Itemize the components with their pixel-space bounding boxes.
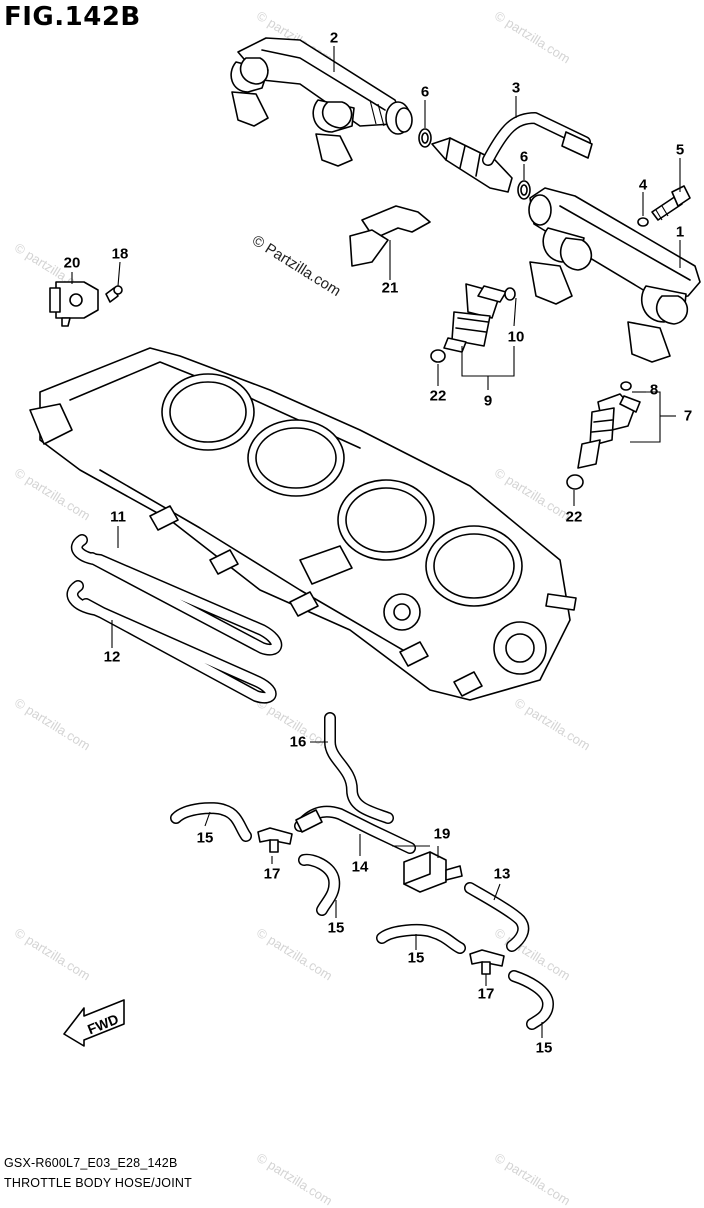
hose-14 [294,805,416,854]
callout-label: 21 [381,279,399,297]
fuel-delivery-pipe-upper [230,37,413,167]
seal-12 [66,580,277,704]
cushion-seal [566,474,584,490]
callout-label: 13 [493,865,511,883]
callout-label: 15 [535,1039,553,1057]
throttle-body-assembly [29,347,577,701]
hose-15-b [298,853,341,916]
callout-label: 20 [63,254,81,272]
joint-17-a [257,827,293,853]
callout-label: 16 [289,733,307,751]
throttle-position-sensor [49,281,99,327]
diagram-code: GSX-R600L7_E03_E28_142B [4,1156,178,1170]
fuel-injector-primary [443,283,507,353]
joint-19 [403,851,463,893]
fuel-delivery-pipe-lower [528,187,701,363]
cushion-seal [430,349,446,363]
callout-label: 5 [675,141,685,159]
callout-label: 11 [110,508,126,526]
callout-label: 12 [103,648,121,666]
o-ring-inner [520,184,528,196]
callout-label: 7 [683,407,693,425]
callout-label: 2 [329,29,339,47]
callout-label: 6 [519,148,529,166]
leader-lines [71,46,681,1038]
o-ring-inner [421,132,429,144]
hose-15-a [170,802,252,842]
figure-title: FIG.142B [4,2,141,32]
callout-label: 14 [351,858,369,876]
bolt [651,185,691,221]
callout-label: 19 [433,825,451,843]
callout-label: 3 [511,79,521,97]
injector-clamp [349,205,431,267]
callout-label: 15 [407,949,425,967]
o-ring [504,287,516,301]
hose-15-c [376,924,466,954]
hose-16 [324,712,394,824]
o-ring [620,381,632,391]
callout-label: 18 [111,245,129,263]
callout-label: 22 [565,508,583,526]
callout-label: 6 [420,83,430,101]
washer [637,217,649,227]
fuel-joint-pipe [431,112,593,193]
hose-13 [464,882,530,952]
callout-label: 22 [429,387,447,405]
screw [105,285,123,303]
callout-label: 1 [675,223,685,241]
callout-label: 4 [638,176,648,194]
fwd-arrow-icon: FWD [63,999,125,1047]
callout-label: 15 [327,919,345,937]
callout-label: 8 [649,381,659,399]
callout-label: 17 [263,865,281,883]
diagram-name: THROTTLE BODY HOSE/JOINT [4,1176,192,1190]
callout-label: 9 [483,392,493,410]
hose-15-d [508,970,554,1030]
callout-label: 17 [477,985,495,1003]
fuel-injector-secondary [577,393,641,469]
seal-11 [70,534,283,656]
joint-17-b [469,949,505,975]
callout-label: 10 [507,328,525,346]
callout-label: 15 [196,829,214,847]
